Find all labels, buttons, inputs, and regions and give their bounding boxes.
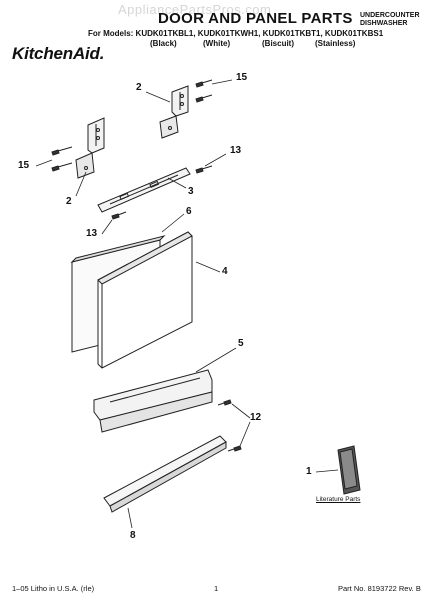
screw-group-15-left bbox=[51, 146, 73, 172]
callout-15-upper: 15 bbox=[236, 72, 248, 83]
category-line-2: DISHWASHER bbox=[360, 20, 408, 27]
footer-print-info: 1–05 Litho in U.S.A. (rle) bbox=[12, 584, 95, 593]
kick-plate-bracket bbox=[93, 369, 213, 433]
callout-13-lower: 13 bbox=[86, 228, 98, 239]
color-black: (Black) bbox=[150, 39, 177, 48]
screw-group-15-top bbox=[195, 79, 213, 103]
mounting-bracket-right bbox=[159, 85, 189, 139]
callout-13-upper: 13 bbox=[230, 145, 242, 156]
callout-8: 8 bbox=[130, 530, 136, 541]
callout-12: 12 bbox=[250, 412, 262, 423]
color-stainless: (Stainless) bbox=[315, 39, 356, 48]
callout-1: 1 bbox=[306, 466, 312, 477]
watermark: AppliancePartsPros.com bbox=[118, 2, 272, 17]
callout-15-left: 15 bbox=[18, 160, 30, 171]
leader-lines bbox=[35, 79, 339, 529]
appliance-category: UNDERCOUNTER DISHWASHER bbox=[360, 12, 430, 28]
literature-parts bbox=[337, 445, 361, 495]
brand-logo: KitchenAid. bbox=[12, 44, 105, 63]
callout-2-upper: 2 bbox=[136, 82, 142, 93]
callout-5: 5 bbox=[238, 338, 244, 349]
model-list: For Models: KUDK01TKBL1, KUDK01TKWH1, KU… bbox=[88, 29, 384, 38]
callout-6: 6 bbox=[186, 206, 192, 217]
mounting-bracket-left bbox=[75, 117, 105, 179]
page-title: DOOR AND PANEL PARTS bbox=[158, 10, 353, 27]
color-biscuit: (Biscuit) bbox=[262, 39, 294, 48]
footer-part-number: Part No. 8193722 Rev. B bbox=[338, 584, 421, 593]
panel-rail bbox=[97, 167, 191, 213]
callout-2-left: 2 bbox=[66, 196, 72, 207]
screw-group-12 bbox=[217, 399, 242, 452]
callout-3: 3 bbox=[188, 186, 194, 197]
callout-4: 4 bbox=[222, 266, 228, 277]
footer-page-number: 1 bbox=[214, 584, 219, 593]
category-line-1: UNDERCOUNTER bbox=[360, 12, 420, 19]
literature-parts-label: Literature Parts bbox=[316, 496, 361, 503]
toe-panel bbox=[103, 435, 227, 513]
color-white: (White) bbox=[203, 39, 231, 48]
door-panel bbox=[97, 231, 193, 369]
screw-group-13 bbox=[111, 165, 213, 220]
